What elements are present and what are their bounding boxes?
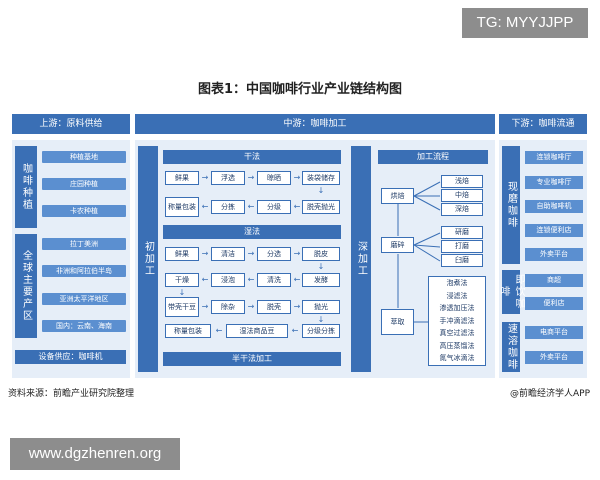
arrow-left-icon: ← — [201, 202, 209, 211]
arrow-left-icon: ← — [247, 275, 255, 284]
plant-item: 庄园种植 — [42, 178, 126, 190]
fresh-channel: 专业咖啡厅 — [525, 176, 583, 189]
arrow-left-icon: ← — [291, 326, 299, 335]
instant-channel: 外卖平台 — [525, 351, 583, 364]
plant-item: 卡农种植 — [42, 205, 126, 217]
arrow-left-icon: ← — [215, 326, 223, 335]
arrow-down-icon: ↓ — [178, 288, 186, 297]
arrow-left-icon: ← — [293, 202, 301, 211]
rtd-channel: 便利店 — [525, 297, 583, 310]
credit-text: @前瞻经济学人APP — [509, 389, 590, 399]
rtd-channel: 商超 — [525, 274, 583, 287]
arrow-left-icon: ← — [293, 275, 301, 284]
data-source: 资料来源：前瞻产业研究院整理 — [8, 389, 135, 399]
wet-step: 发酵 — [302, 273, 340, 287]
extract-method: 渗透加压法 — [439, 304, 475, 312]
wet-step: 脱皮 — [302, 247, 340, 261]
arrow-right-icon: → — [201, 249, 209, 258]
wet-step: 带壳干豆 — [165, 297, 199, 317]
extract-method: 高压蒸馏法 — [439, 341, 475, 350]
watermark-bottom: www.dgzhenren.org — [10, 438, 180, 470]
arrow-right-icon: → — [201, 302, 209, 311]
region-item: 国内：云南、海南 — [42, 320, 126, 332]
arrow-right-icon: → — [247, 173, 255, 182]
extract-method: 浸滤法 — [446, 291, 468, 300]
header-downstream: 下游：咖啡流通 — [499, 114, 587, 134]
wet-step: 干燥 — [165, 273, 199, 287]
grind-level: 研磨 — [441, 226, 483, 239]
ready-to-drink-label: 即饮咖啡 — [498, 270, 524, 314]
arrow-right-icon: → — [247, 302, 255, 311]
wet-step: 抛光 — [302, 300, 340, 314]
region-item: 亚洲太平洋地区 — [42, 293, 126, 305]
header-midstream: 中游：咖啡加工 — [135, 114, 495, 134]
equipment-supply: 设备供应：咖啡机 — [15, 350, 126, 364]
dry-step: 脱壳抛光 — [302, 200, 340, 214]
arrow-right-icon: → — [293, 249, 301, 258]
fresh-channel: 连锁咖啡厅 — [525, 151, 583, 164]
fresh-channel: 外卖平台 — [525, 248, 583, 261]
instant-coffee-label: 速溶咖啡 — [502, 322, 520, 372]
primary-processing-label: 初加工 — [138, 146, 158, 372]
grind-step: 磨碎 — [381, 237, 414, 253]
arrow-right-icon: → — [201, 173, 209, 182]
arrow-down-icon: ↓ — [317, 262, 325, 271]
wet-step: 分选 — [257, 247, 291, 261]
fresh-ground-label: 现磨咖啡 — [502, 146, 520, 264]
roast-step: 烘焙 — [381, 188, 414, 204]
arrow-right-icon: → — [293, 302, 301, 311]
wet-method-title: 湿法 — [163, 225, 341, 239]
dry-step: 浮选 — [211, 171, 245, 185]
watermark-top: TG: MYYJJPP — [462, 8, 588, 38]
region-item: 非洲和阿拉伯半岛 — [42, 265, 126, 277]
extract-method: 手冲滴滤法 — [439, 316, 475, 325]
roast-level: 深焙 — [441, 203, 483, 216]
dry-step: 鲜果 — [165, 171, 199, 185]
dry-method-title: 干法 — [163, 150, 341, 164]
instant-channel: 电商平台 — [525, 326, 583, 339]
wet-step: 清洗 — [257, 273, 291, 287]
region-item: 拉丁美洲 — [42, 238, 126, 250]
arrow-down-icon: ↓ — [317, 315, 325, 324]
arrow-left-icon: ← — [247, 202, 255, 211]
global-regions-label: 全球主要产区 — [15, 234, 37, 338]
deep-processing-label: 深加工 — [351, 146, 371, 372]
fresh-channel: 连锁便利店 — [525, 224, 583, 237]
grind-level: 打磨 — [441, 240, 483, 253]
fresh-channel: 自助咖啡机 — [525, 200, 583, 213]
dry-step: 称量包装 — [165, 197, 199, 217]
extract-method: 泡煮法 — [446, 279, 468, 287]
extract-step: 萃取 — [381, 309, 414, 335]
extract-methods-box: 泡煮法 浸滤法 渗透加压法 手冲滴滤法 真空过滤法 高压蒸馏法 氮气冰滴法 — [428, 276, 486, 366]
wet-step: 分级分拣 — [302, 324, 340, 338]
diagram-title: 图表1：中国咖啡行业产业链结构图 — [197, 82, 403, 97]
extract-method: 氮气冰滴法 — [439, 354, 475, 362]
wet-step: 除杂 — [211, 300, 245, 314]
dry-step: 分拣 — [211, 200, 245, 214]
roast-level: 中焙 — [441, 189, 483, 202]
plant-item: 种植基地 — [42, 151, 126, 163]
dry-step: 装袋储存 — [302, 171, 340, 185]
dry-step: 分级 — [257, 200, 291, 214]
dry-step: 晾晒 — [257, 171, 291, 185]
grind-level: 臼磨 — [441, 254, 483, 267]
process-flow-title: 加工流程 — [378, 150, 488, 164]
arrow-right-icon: → — [293, 173, 301, 182]
arrow-left-icon: ← — [201, 275, 209, 284]
semi-dry-method: 半干法加工 — [163, 352, 341, 366]
arrow-right-icon: → — [247, 249, 255, 258]
wet-step: 湿法商品豆 — [226, 324, 288, 338]
roast-level: 浅焙 — [441, 175, 483, 188]
extract-method: 真空过滤法 — [439, 329, 475, 337]
arrow-down-icon: ↓ — [317, 186, 325, 195]
wet-step: 称量包装 — [165, 324, 211, 338]
wet-step: 浸泡 — [211, 273, 245, 287]
coffee-planting-label: 咖啡种植 — [15, 146, 37, 228]
wet-step: 鲜果 — [165, 247, 199, 261]
wet-step: 脱壳 — [257, 300, 291, 314]
header-upstream: 上游：原料供给 — [12, 114, 130, 134]
wet-step: 清洁 — [211, 247, 245, 261]
